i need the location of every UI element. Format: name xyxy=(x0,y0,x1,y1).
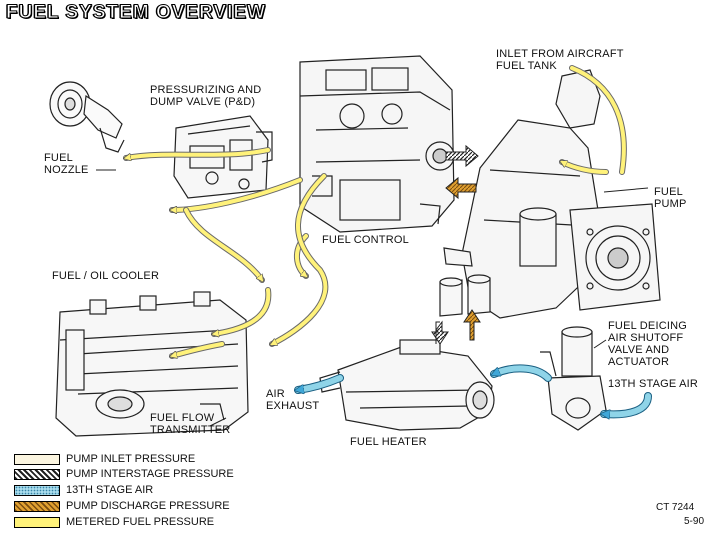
fuel-oil-cooler-drawing xyxy=(55,291,249,437)
reference-code: CT 7244 xyxy=(656,502,695,513)
fuel-heater-drawing xyxy=(319,339,495,431)
stage-air-arrows xyxy=(298,364,652,414)
legend-label: PUMP INLET PRESSURE xyxy=(66,453,196,465)
legend-swatch xyxy=(14,501,60,512)
fuel-heater-label: FUEL HEATER xyxy=(350,436,427,448)
deicing-label: FUEL DEICING AIR SHUTOFF VALVE AND ACTUA… xyxy=(608,320,687,368)
metered-fuel-arrows xyxy=(126,65,627,359)
legend-label: 13TH STAGE AIR xyxy=(66,484,154,496)
label-line: NOZZLE xyxy=(44,164,89,176)
inlet-label: INLET FROM AIRCRAFT FUEL TANK xyxy=(496,48,624,72)
label-line: FUEL / OIL COOLER xyxy=(52,270,160,282)
air-exhaust-label: AIR EXHAUST xyxy=(266,388,319,412)
fuel-control-label: FUEL CONTROL xyxy=(322,234,409,246)
label-line: FUEL DEICING xyxy=(608,320,688,332)
fuel-pump-label: FUEL PUMP xyxy=(654,186,687,210)
label-line: AIR xyxy=(266,388,285,400)
label-line: ACTUATOR xyxy=(608,356,670,368)
label-line: PRESSURIZING AND xyxy=(150,84,262,96)
label-line: PUMP xyxy=(654,198,687,210)
fuel-nozzle-label: FUEL NOZZLE xyxy=(44,152,89,176)
legend-swatch xyxy=(14,485,60,496)
legend-label: PUMP INTERSTAGE PRESSURE xyxy=(66,468,234,480)
fuel-control-drawing xyxy=(299,55,455,233)
oil-cooler-label: FUEL / OIL COOLER xyxy=(52,270,159,282)
label-line: VALVE AND xyxy=(608,344,670,356)
pump-discharge-arrows xyxy=(431,144,481,345)
fuel-pump-drawing xyxy=(443,69,661,319)
label-line: FUEL xyxy=(654,186,683,198)
page-title: FUEL SYSTEM OVERVIEW xyxy=(5,2,267,24)
legend-swatch xyxy=(14,469,60,480)
fuel-nozzle-drawing xyxy=(49,81,125,153)
legend-swatch xyxy=(14,454,60,465)
label-line: DUMP VALVE (P&D) xyxy=(150,96,256,108)
label-line: FUEL HEATER xyxy=(350,436,427,448)
label-line: EXHAUST xyxy=(266,400,320,412)
fuel-filter-drawing xyxy=(439,274,491,317)
legend-label: PUMP DISCHARGE PRESSURE xyxy=(66,500,230,512)
label-line: TRANSMITTER xyxy=(150,424,231,436)
leader-lines xyxy=(96,169,649,427)
label-line: FUEL xyxy=(44,152,73,164)
label-line: AIR SHUTOFF xyxy=(608,332,684,344)
legend-swatch xyxy=(14,517,60,528)
label-line: INLET FROM AIRCRAFT xyxy=(496,48,624,60)
label-line: FUEL CONTROL xyxy=(322,234,409,246)
flow-transmitter-label: FUEL FLOW TRANSMITTER xyxy=(150,412,230,436)
legend-label: METERED FUEL PRESSURE xyxy=(66,516,215,528)
label-line: FUEL FLOW xyxy=(150,412,215,424)
deicing-valve-drawing xyxy=(540,326,607,431)
label-line: FUEL TANK xyxy=(496,60,557,72)
label-line: 13TH STAGE AIR xyxy=(608,378,699,390)
reference-date: 5-90 xyxy=(684,516,705,527)
pd-valve-label: PRESSURIZING AND DUMP VALVE (P&D) xyxy=(150,84,261,108)
stage-air-label: 13TH STAGE AIR xyxy=(608,378,698,390)
